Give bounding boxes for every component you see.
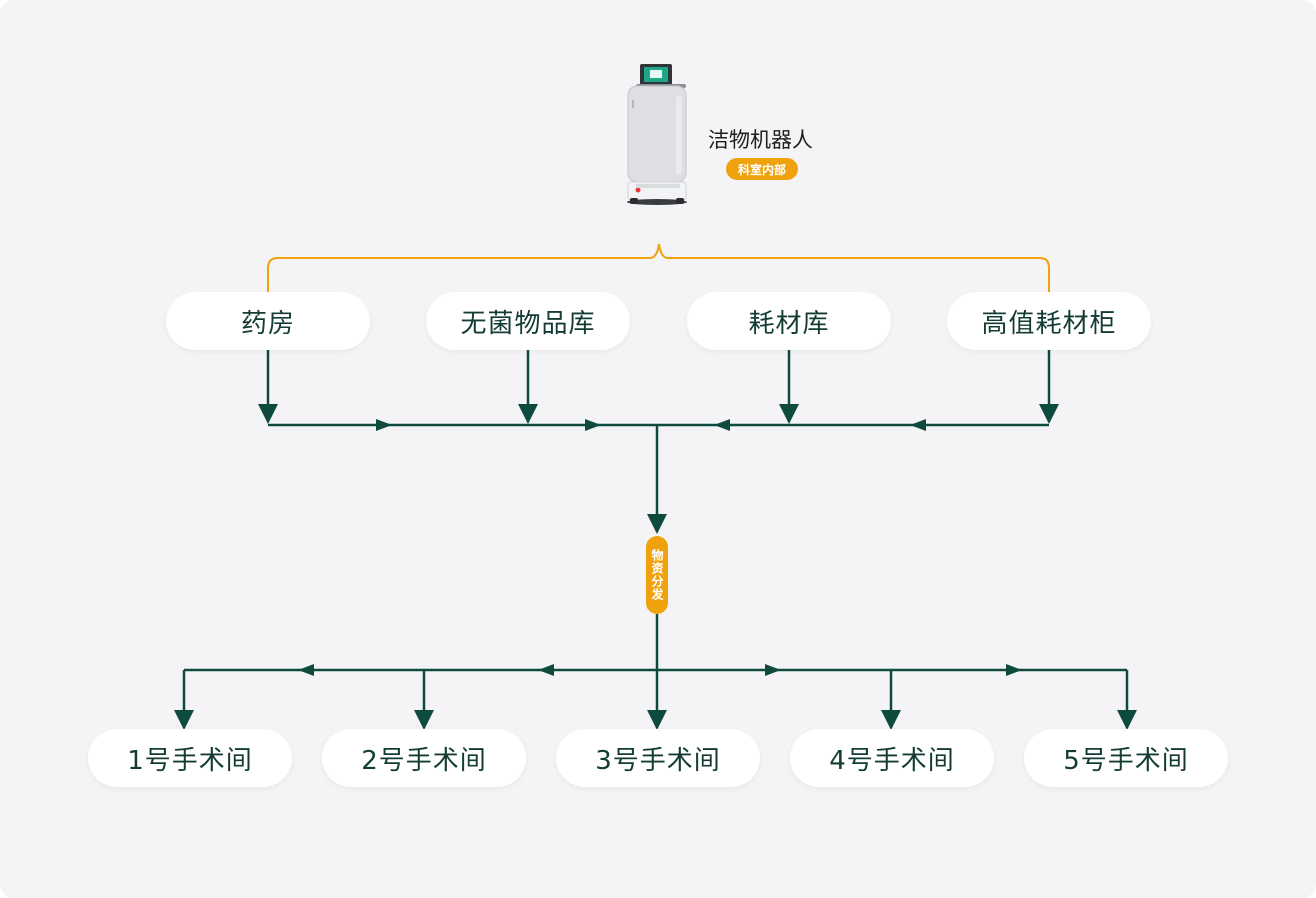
dest-node-or-3: 3号手术间: [556, 729, 760, 787]
source-group-bracket: [267, 243, 1050, 292]
dist-arrow-right-1: [765, 664, 781, 676]
dest-node-or-1: 1号手术间: [88, 729, 292, 787]
bus-arrow-right-1: [376, 419, 392, 431]
dest-node-or-5: 5号手术间: [1024, 729, 1228, 787]
bus-arrow-right-2: [585, 419, 601, 431]
source-node-sterile-store: 无菌物品库: [426, 292, 630, 350]
distribution-badge: 物资分发: [646, 536, 668, 614]
bus-arrow-left-2: [910, 419, 926, 431]
dest-node-or-2: 2号手术间: [322, 729, 526, 787]
source-node-pharmacy: 药房: [166, 292, 370, 350]
bus-arrow-left-1: [714, 419, 730, 431]
source-node-consumables-store: 耗材库: [687, 292, 891, 350]
delivery-robot-icon: [627, 64, 687, 205]
dest-node-or-4: 4号手术间: [790, 729, 994, 787]
source-node-high-value-cabinet: 高值耗材柜: [947, 292, 1151, 350]
dist-arrow-right-2: [1006, 664, 1022, 676]
dist-arrow-left-2: [538, 664, 554, 676]
dist-arrow-left-1: [298, 664, 314, 676]
robot-scope-badge: 科室内部: [726, 158, 798, 180]
robot-title: 洁物机器人: [708, 128, 813, 152]
